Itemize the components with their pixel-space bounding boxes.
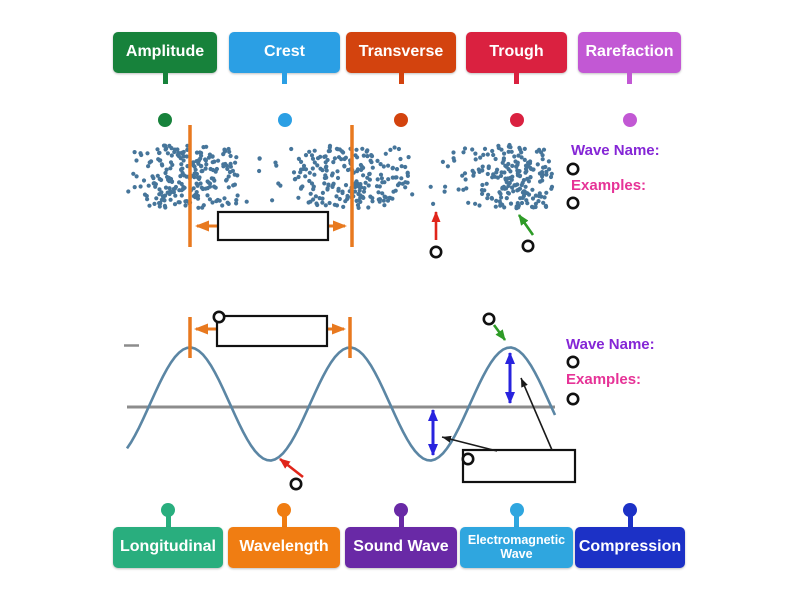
pin-stem <box>398 515 404 529</box>
chip-box: Longitudinal <box>113 527 223 568</box>
examples-prompt-transverse: Examples: <box>566 371 642 388</box>
chip-label: Electromagnetic Wave <box>467 533 566 561</box>
chip-label: Rarefaction <box>585 43 674 61</box>
answer-target-trough[interactable] <box>289 477 303 491</box>
label-chip-longitudinal[interactable]: Longitudinal <box>113 503 223 568</box>
pin-dot <box>394 503 408 517</box>
transverse-wave-diagram <box>124 310 580 491</box>
label-chip-sound-wave[interactable]: Sound Wave <box>345 503 457 568</box>
pin-dot <box>623 503 637 517</box>
label-chip-amplitude[interactable]: Amplitude <box>113 32 217 128</box>
pin-stem <box>627 515 633 529</box>
chip-label: Transverse <box>358 43 444 61</box>
answer-box-amplitude[interactable] <box>461 448 577 484</box>
answer-target-longitudinal-wave-name[interactable] <box>566 162 580 176</box>
label-chip-crest[interactable]: Crest <box>229 32 340 128</box>
answer-box-longitudinal-wavelength[interactable] <box>216 210 330 242</box>
answer-target-rarefaction[interactable] <box>429 245 443 259</box>
wave-name-prompt-longitudinal: Wave Name: <box>571 142 660 159</box>
sine-wave-curve <box>125 346 557 462</box>
answer-target-transverse-examples[interactable] <box>566 392 580 406</box>
answer-box-transverse-wavelength[interactable] <box>215 314 329 348</box>
answer-target-wavelength[interactable] <box>212 310 226 324</box>
pin-stem <box>165 515 171 529</box>
pointer-arrow-to-lower-amplitude <box>441 435 498 452</box>
pin-dot <box>394 113 408 127</box>
label-chip-compression[interactable]: Compression <box>575 503 685 568</box>
pin-stem <box>514 72 519 84</box>
pin-stem <box>398 72 404 84</box>
label-chip-electromagnetic-wave[interactable]: Electromagnetic Wave <box>460 503 573 568</box>
pin-dot <box>277 503 291 517</box>
green-arrow-crest <box>492 324 507 341</box>
pin-stem <box>514 515 519 529</box>
chip-label: Crest <box>264 43 305 61</box>
label-chip-rarefaction[interactable]: Rarefaction <box>578 32 681 128</box>
chip-box: Amplitude <box>113 32 217 73</box>
label-chip-trough[interactable]: Trough <box>466 32 567 128</box>
chip-box: Trough <box>466 32 567 73</box>
answer-target-amplitude[interactable] <box>461 452 475 466</box>
pin-stem <box>627 72 632 84</box>
red-arrow-trough <box>279 457 304 479</box>
chip-box: Compression <box>575 527 685 568</box>
label-chip-wavelength[interactable]: Wavelength <box>228 503 340 568</box>
answer-target-crest[interactable] <box>482 312 496 326</box>
answer-target-transverse-wave-name[interactable] <box>566 355 580 369</box>
chip-box: Wavelength <box>228 527 340 568</box>
pin-dot <box>622 113 637 127</box>
chip-box: Transverse <box>346 32 456 73</box>
pin-stem <box>162 72 168 84</box>
label-chip-transverse[interactable]: Transverse <box>346 32 456 128</box>
longitudinal-wave-diagram <box>126 125 580 259</box>
chip-box: Crest <box>229 32 340 73</box>
answer-target-compression[interactable] <box>521 239 535 253</box>
wave-name-prompt-transverse: Wave Name: <box>566 336 655 353</box>
examples-prompt-longitudinal: Examples: <box>571 177 647 194</box>
green-arrow-compression <box>517 214 535 236</box>
pin-dot <box>161 503 175 517</box>
chip-label: Wavelength <box>239 538 329 556</box>
chip-box: Rarefaction <box>578 32 681 73</box>
chip-label: Sound Wave <box>353 538 449 556</box>
chip-label: Compression <box>578 538 682 556</box>
particle-dots <box>126 142 555 211</box>
chip-box: Electromagnetic Wave <box>460 527 573 568</box>
chip-label: Amplitude <box>125 43 205 61</box>
answer-target-longitudinal-examples[interactable] <box>566 196 580 210</box>
pin-dot <box>158 113 172 127</box>
chip-label: Trough <box>489 43 544 61</box>
pin-stem <box>281 515 287 529</box>
pin-dot <box>509 503 524 517</box>
pin-stem <box>282 72 287 84</box>
chip-label: Longitudinal <box>120 538 216 556</box>
chip-box: Sound Wave <box>345 527 457 568</box>
pointer-arrow-to-upper-amplitude <box>520 377 553 451</box>
pin-dot <box>509 113 524 127</box>
pin-dot <box>277 113 292 127</box>
